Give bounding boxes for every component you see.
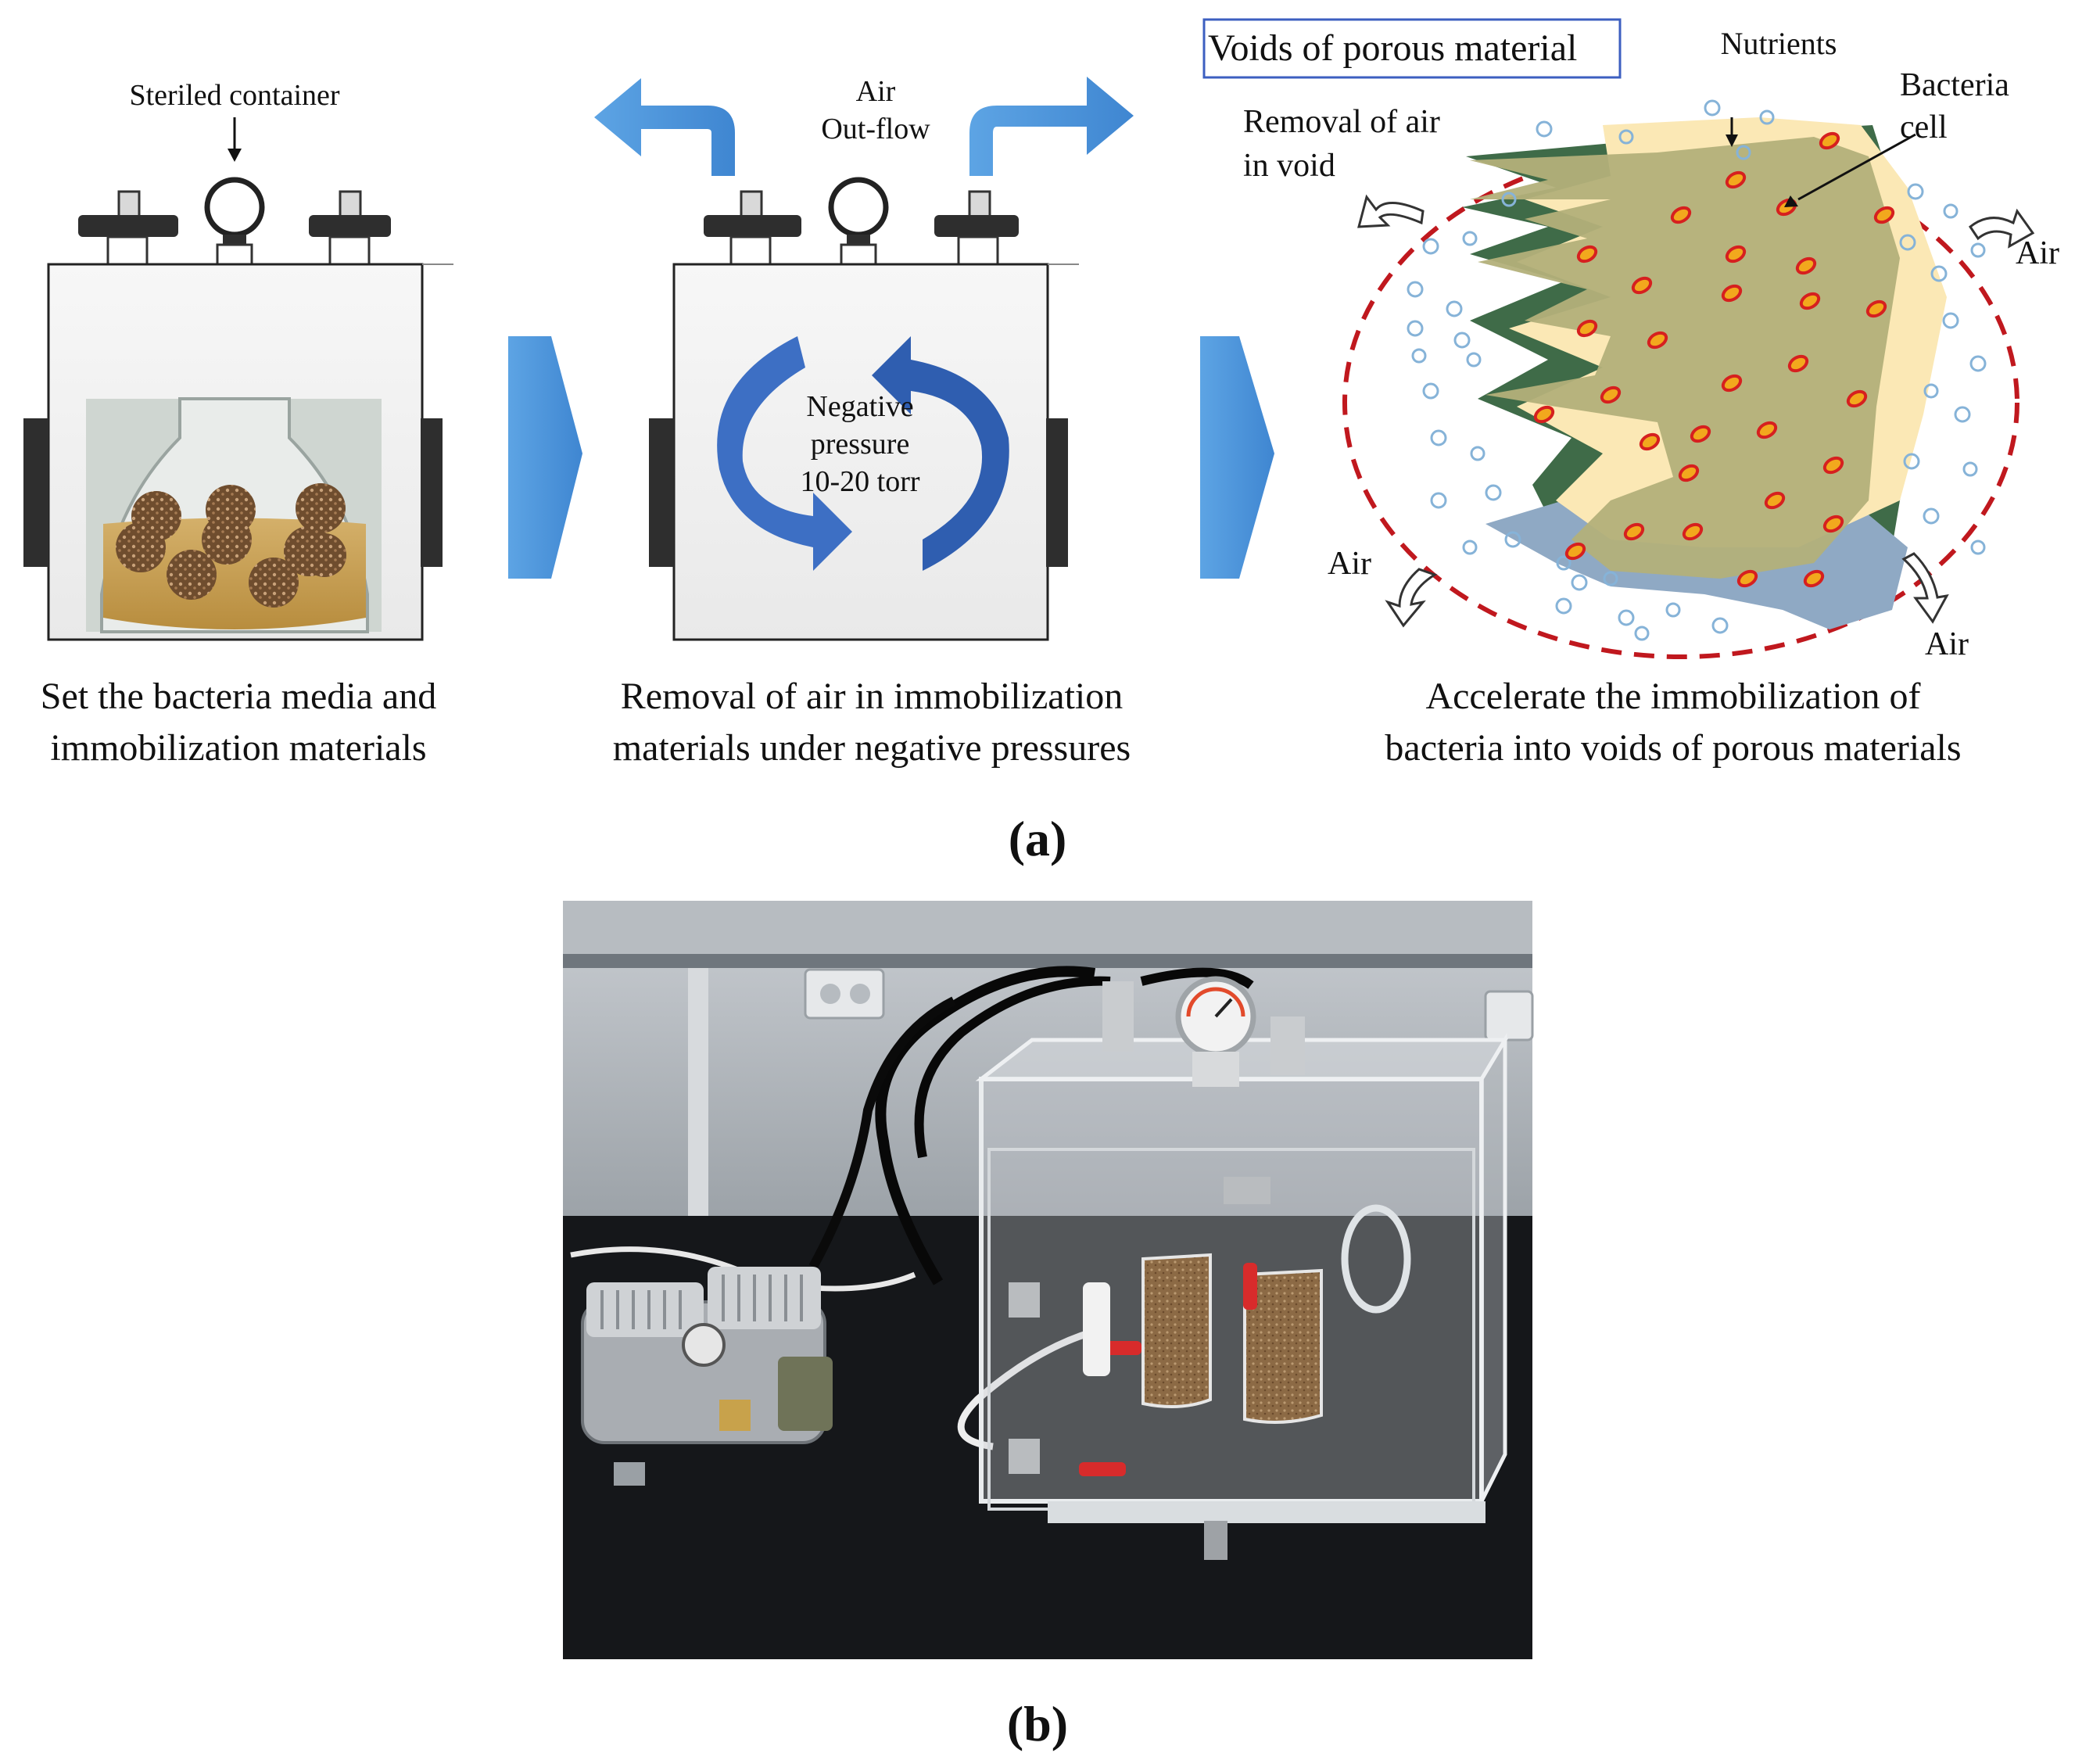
- transition-arrow-2-icon: [1200, 336, 1274, 579]
- pressure-gauge-icon: [828, 177, 889, 267]
- valve-right-icon: [934, 190, 1019, 267]
- cycle-arrow-right-icon: [872, 336, 1009, 571]
- valve-left-icon: [78, 190, 178, 267]
- bacteria-cells: [1533, 131, 1895, 588]
- step2-container: [594, 77, 1134, 641]
- side-port-right: [421, 418, 443, 567]
- air-bubbles: [1407, 99, 1987, 641]
- valve-left-icon: [704, 190, 801, 267]
- air-label-bottom: Air: [1925, 626, 1969, 662]
- valve-right-icon: [309, 190, 391, 267]
- step3-caption: Accelerate the immobilization of bacteri…: [1385, 676, 1962, 769]
- side-port-right: [1046, 418, 1068, 567]
- vacuum-pump-icon: [581, 1267, 833, 1486]
- transition-arrow-1-icon: [508, 336, 582, 579]
- bacteria-cell-label: Bacteria cell: [1900, 67, 2009, 145]
- step1-caption: Set the bacteria media and immobilizatio…: [40, 676, 437, 769]
- panel-b-letter: (b): [1006, 1696, 1069, 1751]
- lab-photo: [563, 901, 1534, 1659]
- airflow-right-arrow-icon: [969, 77, 1134, 176]
- air-curve-arrow-icons: [1357, 194, 2035, 628]
- removal-of-air-label: Removal of air in void: [1243, 104, 1440, 184]
- side-port-left: [649, 418, 674, 567]
- voids-title: Voids of porous material: [1208, 27, 1578, 69]
- air-label-right: Air: [2016, 235, 2059, 271]
- nutrients-label: Nutrients: [1720, 26, 1837, 61]
- air-label-left: Air: [1328, 546, 1371, 582]
- panel-a-letter: (a): [1008, 811, 1067, 866]
- step2-caption: Removal of air in immobilization materia…: [612, 676, 1131, 769]
- negative-pressure-label: Negative pressure 10-20 torr: [800, 390, 920, 498]
- porous-tan-layer: [1470, 137, 1900, 579]
- flask-photo: [86, 397, 382, 633]
- airflow-left-arrow-icon: [594, 78, 735, 176]
- air-outflow-label: Air Out-flow: [821, 75, 930, 145]
- step1-container: [23, 117, 453, 641]
- pressure-gauge-icon: [204, 177, 265, 267]
- side-port-left: [23, 418, 48, 567]
- vacuum-chamber-icon: [975, 976, 1509, 1560]
- bacteria-pointer: [1797, 133, 1916, 201]
- boxed-title-frame: [1202, 18, 1622, 79]
- step3-diagram: [1202, 18, 2035, 659]
- steriled-container-label: Steriled container: [129, 79, 340, 112]
- cycle-arrow-left-icon: [717, 336, 852, 571]
